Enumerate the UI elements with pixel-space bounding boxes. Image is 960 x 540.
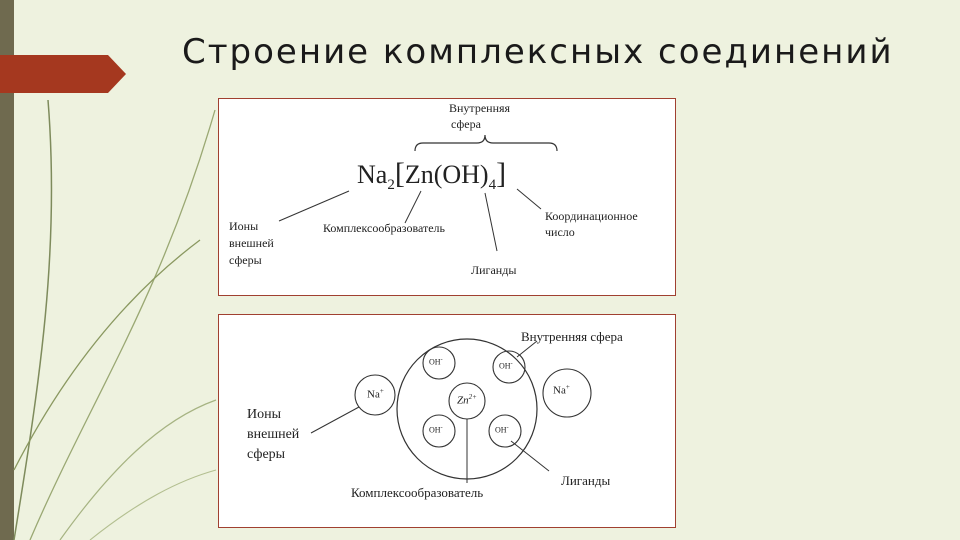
formula-na: Na [357, 160, 388, 189]
chemical-formula: Na2[Zn(OH)4] [357, 157, 506, 194]
oh-top-left-label: OH- [429, 357, 443, 367]
coord-number-label-1: Координационное [545, 209, 638, 223]
oh-top-right-ligand: OH [499, 361, 511, 371]
outer-ions-label-2: внешней [247, 427, 300, 442]
coord-number-label-2: число [545, 225, 575, 239]
na-left-ion: Na [367, 388, 380, 401]
formula-bracket-open: [ [394, 157, 405, 190]
oh-top-left-ligand: OH [429, 357, 441, 367]
formula-subscript: 4 [488, 177, 497, 194]
formula-bracket-close: ] [496, 157, 507, 190]
center-ion: Zn [457, 394, 469, 407]
oh-bottom-left-label: OH- [429, 425, 443, 435]
oh-bottom-right-ligand: OH [495, 425, 507, 435]
page-title: Строение комплексных соединений [182, 32, 894, 72]
oh-bottom-left-ligand: OH [429, 425, 441, 435]
oh-top-right-label: OH- [499, 361, 513, 371]
outer-ions-label-3: сферы [229, 253, 262, 267]
ligands-label: Лиганды [561, 473, 611, 488]
formula-diagram-panel: Внутренняя сфера Na2[Zn(OH)4] Ионы внешн… [218, 98, 676, 296]
outer-ions-label-1: Ионы [247, 407, 282, 422]
outer-ions-label-3: сферы [247, 447, 286, 462]
oh-top-right-charge: - [510, 361, 513, 367]
outer-ions-label-2: внешней [229, 236, 274, 250]
formula-core: Zn(OH) [404, 160, 489, 189]
complexing-agent-label: Комплексообразователь [323, 221, 446, 235]
ligands-label: Лиганды [471, 263, 517, 277]
inner-sphere-label-2: сфера [451, 117, 481, 131]
formula-diagram-lines [278, 134, 558, 252]
na-left-label: Na+ [367, 387, 384, 401]
na-right-charge: + [565, 383, 570, 391]
na-right-label: Na+ [553, 383, 570, 397]
left-accent-bar [0, 0, 14, 540]
outer-ions-label-1: Ионы [229, 219, 259, 233]
oh-bottom-left-charge: - [440, 425, 443, 431]
sphere-diagram-shapes [310, 338, 592, 483]
na-right-ion: Na [553, 384, 566, 397]
center-ion-charge: 2+ [468, 393, 477, 401]
inner-sphere-label-1: Внутренняя [449, 101, 511, 115]
sphere-diagram-panel: Внутренняя сфера Ионы внешней сферы Лига… [218, 314, 676, 528]
formula-na-subscript: 2 [387, 177, 395, 194]
na-left-charge: + [379, 387, 384, 395]
oh-bottom-right-charge: - [506, 425, 509, 431]
center-ion-label: Zn2+ [457, 393, 477, 407]
complexing-agent-label: Комплексообразователь [351, 485, 484, 500]
inner-sphere-label: Внутренняя сфера [521, 329, 623, 344]
oh-top-left-charge: - [440, 357, 443, 363]
oh-bottom-right-label: OH- [495, 425, 509, 435]
